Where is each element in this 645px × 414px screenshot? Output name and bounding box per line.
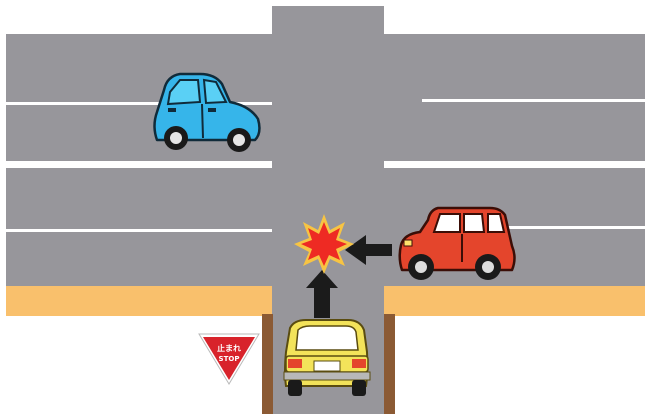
wheel xyxy=(352,380,366,396)
tail-light xyxy=(288,359,302,368)
lane-line xyxy=(422,99,645,102)
yellow-car xyxy=(284,320,370,396)
wheel xyxy=(227,128,251,152)
sidewalk-left xyxy=(6,286,272,316)
sidewalk-right xyxy=(384,286,645,316)
curb-right xyxy=(384,314,395,414)
wheel xyxy=(164,126,188,150)
curb-left xyxy=(262,314,273,414)
median-line-right xyxy=(384,161,645,168)
stop-sign-english: STOP xyxy=(219,355,240,363)
stop-sign-kanji: 止まれ xyxy=(217,343,241,353)
median-line-left xyxy=(6,161,272,168)
license-plate xyxy=(314,361,340,371)
lane-line xyxy=(6,229,272,232)
tail-light xyxy=(352,359,366,368)
stop-sign: 止まれ STOP xyxy=(199,334,259,384)
wheel xyxy=(288,380,302,396)
wheel xyxy=(408,254,434,280)
side-street-top xyxy=(272,6,384,36)
wheel xyxy=(475,254,501,280)
lane-line xyxy=(500,226,645,229)
